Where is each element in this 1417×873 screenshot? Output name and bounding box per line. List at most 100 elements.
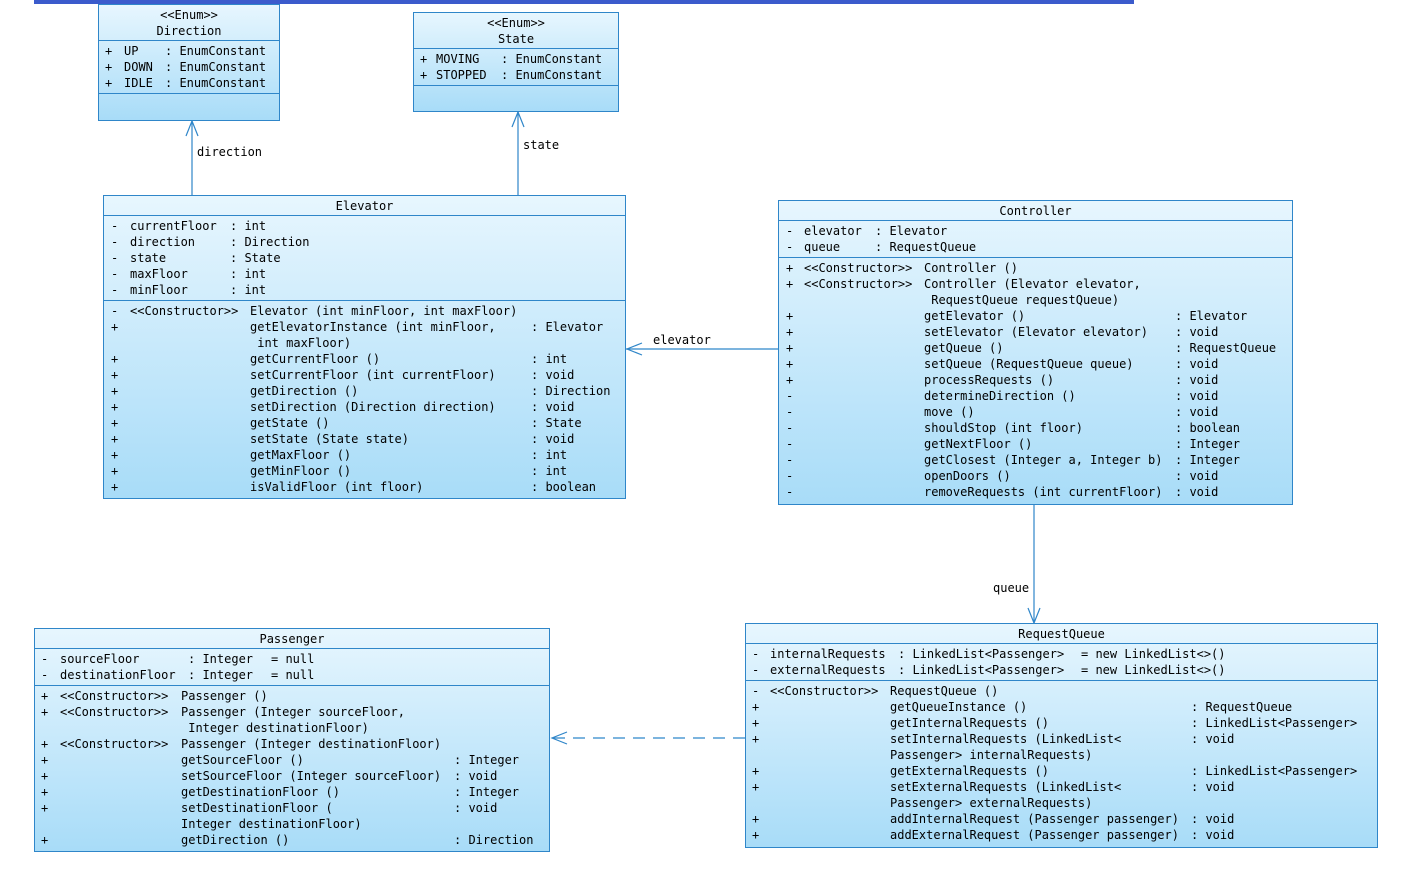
- elevator-class[interactable]: Elevator -currentFloor: int -direction: …: [103, 195, 626, 499]
- operation-row: +processRequests (): void: [786, 373, 1219, 387]
- operation-row: -<<Constructor>>RequestQueue (): [752, 684, 999, 698]
- passenger-class-name: Passenger: [259, 632, 325, 646]
- request-queue-operations: -<<Constructor>>RequestQueue () +getQueu…: [746, 680, 1377, 845]
- operation-row: +getInternalRequests (): LinkedList<Pass…: [752, 716, 1358, 730]
- direction-class-name: Direction: [156, 24, 222, 38]
- state-stereotype: <<Enum>>: [487, 16, 545, 30]
- attribute-row: -queue: RequestQueue: [786, 240, 977, 254]
- operation-row: -<<Constructor>>Elevator (int minFloor, …: [111, 304, 518, 318]
- direction-link-label: direction: [197, 145, 263, 159]
- operation-row: -shouldStop (int floor): boolean: [786, 421, 1241, 435]
- operation-row: +<<Constructor>>Passenger (Integer desti…: [41, 737, 442, 751]
- queue-link-label: queue: [993, 581, 1030, 595]
- request-queue-class-name: RequestQueue: [1018, 627, 1105, 641]
- controller-class-name: Controller: [999, 204, 1072, 218]
- attribute-row: -elevator: Elevator: [786, 224, 948, 238]
- operation-row: +getQueue (): RequestQueue: [786, 341, 1277, 355]
- attribute-row: +IDLE: EnumConstant: [105, 76, 267, 90]
- direction-arrowhead: [185, 119, 199, 137]
- passenger-operations: +<<Constructor>>Passenger () +<<Construc…: [35, 685, 549, 850]
- attribute-row: +MOVING: EnumConstant: [420, 52, 603, 66]
- operation-row: +getMinFloor (): int: [111, 464, 568, 478]
- operation-row: +isValidFloor (int floor): boolean: [111, 480, 597, 494]
- elevator-link-label: elevator: [653, 333, 711, 347]
- operation-row: +getCurrentFloor (): int: [111, 352, 568, 366]
- request-queue-class[interactable]: RequestQueue -internalRequests: LinkedLi…: [745, 623, 1378, 848]
- attribute-row: +UP: EnumConstant: [105, 44, 267, 58]
- operation-row: +getMaxFloor (): int: [111, 448, 568, 462]
- state-link-label: state: [523, 138, 560, 152]
- state-enum-class[interactable]: <<Enum>> State +MOVING: EnumConstant +ST…: [413, 12, 619, 112]
- elevator-operations: -<<Constructor>>Elevator (int minFloor, …: [104, 300, 625, 497]
- attribute-row: -maxFloor: int: [111, 267, 267, 281]
- state-attributes: +MOVING: EnumConstant +STOPPED: EnumCons…: [414, 48, 618, 85]
- operation-row: +<<Constructor>>Passenger (): [41, 689, 268, 703]
- operation-row: Integer destinationFloor): [181, 721, 369, 735]
- operation-row: +getQueueInstance (): RequestQueue: [752, 700, 1293, 714]
- operation-row: RequestQueue requestQueue): [924, 293, 1120, 307]
- operation-row: Passenger> internalRequests): [890, 748, 1093, 762]
- attribute-row: -destinationFloor: Integer= null: [41, 668, 315, 682]
- operation-row: Passenger> externalRequests): [890, 796, 1093, 810]
- passenger-attributes: -sourceFloor: Integer= null -destination…: [35, 648, 549, 685]
- attribute-row: +DOWN: EnumConstant: [105, 60, 267, 74]
- operation-row: +setExternalRequests (LinkedList<: void: [752, 780, 1235, 794]
- operation-row: -removeRequests (int currentFloor): void: [786, 485, 1219, 499]
- top-accent-bar: [34, 0, 1134, 4]
- operation-row: +addExternalRequest (Passenger passenger…: [752, 828, 1235, 842]
- operation-row: +getElevator (): Elevator: [786, 309, 1248, 323]
- controller-attributes: -elevator: Elevator -queue: RequestQueue: [779, 220, 1292, 257]
- operation-row: +setCurrentFloor (int currentFloor): voi…: [111, 368, 575, 382]
- operation-row: +setInternalRequests (LinkedList<: void: [752, 732, 1235, 746]
- operation-row: +getDirection (): Direction: [41, 833, 534, 847]
- attribute-row: +STOPPED: EnumConstant: [420, 68, 603, 82]
- operation-row: -getNextFloor (): Integer: [786, 437, 1241, 451]
- attribute-row: -sourceFloor: Integer= null: [41, 652, 315, 666]
- operation-row: +getDestinationFloor (): Integer: [41, 785, 520, 799]
- direction-enum-header: <<Enum>> Direction: [99, 5, 279, 40]
- operation-row: +setSourceFloor (Integer sourceFloor): v…: [41, 769, 498, 783]
- operation-row: +getDirection (): Direction: [111, 384, 611, 398]
- passenger-class[interactable]: Passenger -sourceFloor: Integer= null -d…: [34, 628, 550, 852]
- operation-row: +getExternalRequests (): LinkedList<Pass…: [752, 764, 1358, 778]
- attribute-row: -externalRequests: LinkedList<Passenger>…: [752, 663, 1226, 677]
- direction-attributes: +UP: EnumConstant +DOWN: EnumConstant +I…: [99, 40, 279, 93]
- operation-row: -getClosest (Integer a, Integer b): Inte…: [786, 453, 1241, 467]
- controller-operations: +<<Constructor>>Controller () +<<Constru…: [779, 257, 1292, 502]
- operation-row: +getState (): State: [111, 416, 582, 430]
- attribute-row: -internalRequests: LinkedList<Passenger>…: [752, 647, 1226, 661]
- elevator-class-name: Elevator: [335, 199, 394, 213]
- state-class-name: State: [497, 32, 535, 46]
- operation-row: +<<Constructor>>Controller (Elevator ele…: [786, 277, 1141, 291]
- direction-operations: [99, 93, 279, 118]
- operation-row: int maxFloor): [250, 336, 352, 350]
- state-enum-header: <<Enum>> State: [414, 13, 618, 48]
- elevator-attributes: -currentFloor: int -direction: Direction…: [104, 215, 625, 300]
- operation-row: -move (): void: [786, 405, 1219, 419]
- state-arrowhead: [511, 110, 525, 128]
- passenger-dependency-arrowhead: [550, 731, 568, 745]
- attribute-row: -currentFloor: int: [111, 219, 267, 233]
- attribute-row: -minFloor: int: [111, 283, 267, 297]
- operation-row: +setDestinationFloor (: void: [41, 801, 498, 815]
- operation-row: +addInternalRequest (Passenger passenger…: [752, 812, 1235, 826]
- operation-row: +setDirection (Direction direction): voi…: [111, 400, 575, 414]
- direction-stereotype: <<Enum>>: [160, 8, 218, 22]
- operation-row: -openDoors (): void: [786, 469, 1219, 483]
- operation-row: +<<Constructor>>Controller (): [786, 261, 1018, 275]
- controller-class[interactable]: Controller -elevator: Elevator -queue: R…: [778, 200, 1293, 505]
- operation-row: +getSourceFloor (): Integer: [41, 753, 520, 767]
- operation-row: +setState (State state): void: [111, 432, 575, 446]
- direction-enum-class[interactable]: <<Enum>> Direction +UP: EnumConstant +DO…: [98, 4, 280, 121]
- attribute-row: -state: State: [111, 251, 281, 265]
- elevator-arrowhead: [625, 342, 643, 356]
- operation-row: Integer destinationFloor): [181, 817, 362, 831]
- operation-row: +<<Constructor>>Passenger (Integer sourc…: [41, 705, 405, 719]
- operation-row: +getElevatorInstance (int minFloor,: Ele…: [111, 320, 604, 334]
- operation-row: +setElevator (Elevator elevator): void: [786, 325, 1219, 339]
- state-operations: [414, 85, 618, 106]
- attribute-row: -direction: Direction: [111, 235, 310, 249]
- request-queue-attributes: -internalRequests: LinkedList<Passenger>…: [746, 643, 1377, 680]
- operation-row: +setQueue (RequestQueue queue): void: [786, 357, 1219, 371]
